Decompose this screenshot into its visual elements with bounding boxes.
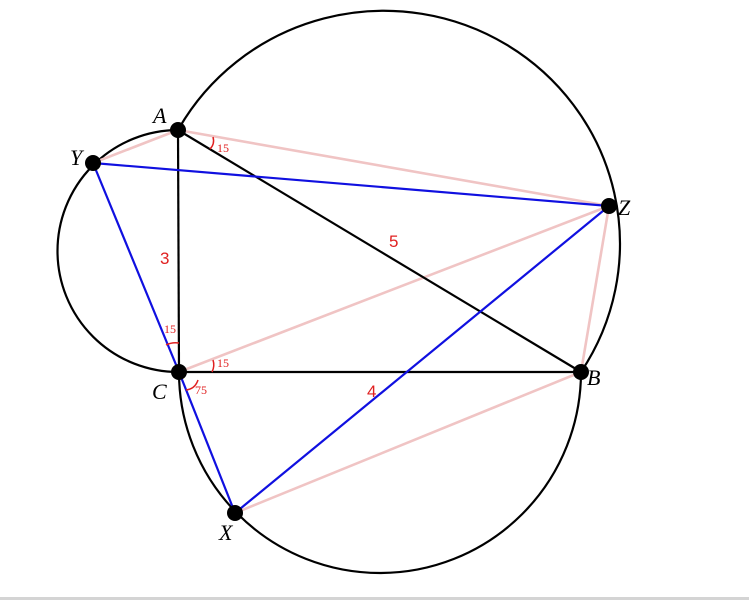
segment-YA	[92, 128, 179, 165]
point-C[interactable]	[171, 364, 187, 380]
points	[85, 122, 617, 521]
segment-ZB	[579, 205, 611, 373]
length-label-AB: 5	[389, 232, 398, 251]
semicircle-AC	[56, 128, 180, 374]
angle-marks	[165, 136, 215, 391]
segment-AB	[177, 129, 582, 373]
segment-BX	[234, 370, 582, 515]
label-B: B	[587, 365, 600, 390]
angle-arc-C-lower	[185, 379, 199, 391]
segment-CX	[177, 371, 237, 514]
blue-segments	[91, 161, 610, 514]
angle-arc-C-right	[211, 359, 215, 373]
segment-AC	[176, 129, 181, 373]
angle-label-A: 15	[217, 141, 229, 155]
segment-YC	[91, 162, 181, 373]
segment-CZ	[178, 204, 610, 374]
segment-AZ	[177, 128, 610, 208]
length-label-AC: 3	[160, 249, 169, 268]
pink-segments	[92, 128, 611, 515]
label-Y: Y	[70, 145, 85, 170]
point-X[interactable]	[227, 505, 243, 521]
point-A[interactable]	[170, 122, 186, 138]
label-A: A	[151, 103, 167, 128]
bottom-divider	[0, 597, 749, 600]
label-X: X	[218, 520, 234, 545]
point-Z[interactable]	[601, 198, 617, 214]
point-Y[interactable]	[85, 155, 101, 171]
semicircle-CB	[177, 371, 583, 575]
angle-arc-A	[209, 136, 215, 150]
length-label-CB: 4	[367, 382, 376, 401]
segment-YZ	[92, 161, 610, 208]
angle-label-C-right: 15	[217, 356, 229, 370]
segment-XZ	[234, 205, 610, 514]
angle-label-C-upper: 15	[164, 322, 176, 336]
angle-arc-C-upper	[165, 342, 180, 346]
label-C: C	[152, 379, 167, 404]
label-Z: Z	[618, 195, 631, 220]
point-B[interactable]	[573, 364, 589, 380]
semicircle-AB	[177, 9, 622, 373]
angle-label-C-lower: 75	[195, 383, 207, 397]
